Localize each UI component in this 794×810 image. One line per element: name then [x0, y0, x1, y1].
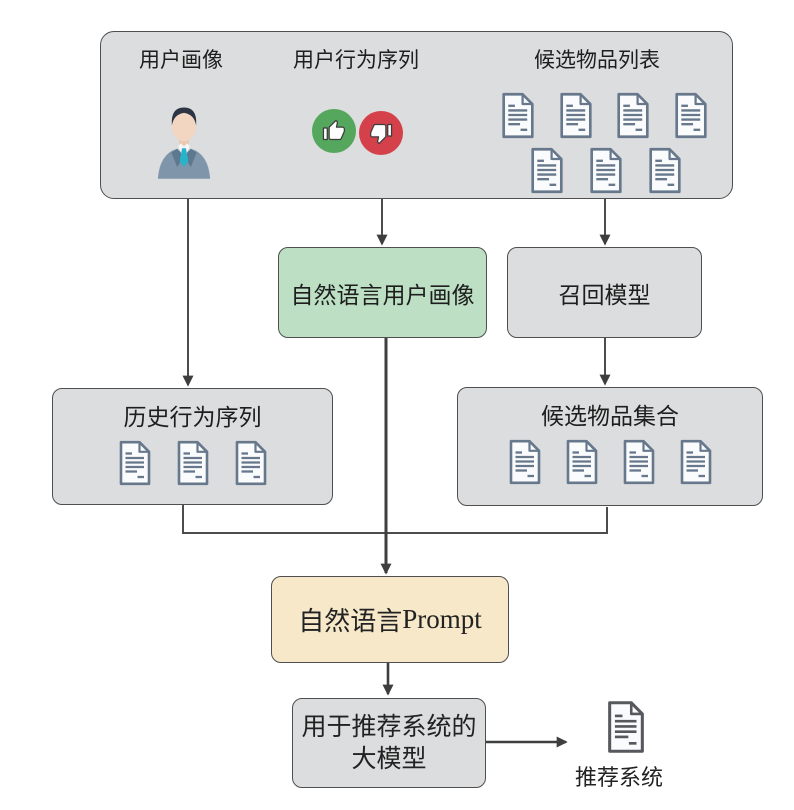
document-icon — [117, 440, 153, 486]
nl-user-profile-node: 自然语言用户画像 — [278, 247, 487, 338]
thumbs-up-icon — [311, 108, 357, 154]
rec-llm-node: 用于推荐系统的 大模型 — [292, 698, 486, 788]
candidate-doc-row-1 — [499, 92, 710, 139]
recall-model-label: 召回模型 — [558, 281, 651, 308]
recall-model-node: 召回模型 — [507, 247, 702, 338]
candidate-set-node: 候选物品集合 — [457, 387, 763, 506]
sources-panel: 用户画像 用户行为序列 候选物品列表 — [100, 31, 733, 199]
document-icon — [621, 439, 657, 485]
document-icon — [605, 700, 647, 754]
nl-user-profile-label: 自然语言用户画像 — [290, 281, 475, 308]
candidate-list-label: 候选物品列表 — [534, 49, 660, 72]
document-icon — [175, 440, 211, 486]
document-icon — [564, 439, 600, 485]
history-behavior-node: 历史行为序列 — [52, 388, 333, 505]
candidate-doc-row-2 — [528, 147, 684, 194]
document-icon — [646, 147, 684, 194]
document-icon — [587, 147, 625, 194]
thumbs-down-icon — [358, 110, 404, 156]
document-icon — [557, 92, 595, 139]
document-icon — [233, 440, 269, 486]
document-icon — [614, 92, 652, 139]
rec-llm-label-line2: 大模型 — [351, 745, 427, 773]
rec-system-label: 推荐系统 — [574, 765, 663, 790]
history-behavior-label: 历史行为序列 — [123, 404, 262, 430]
user-profile-label: 用户画像 — [139, 49, 223, 72]
document-icon — [672, 92, 710, 139]
behavior-sequence-label: 用户行为序列 — [293, 49, 419, 72]
document-icon — [507, 439, 543, 485]
rec-llm-label-line1: 用于推荐系统的 — [301, 713, 477, 741]
candidate-set-doc-row — [507, 439, 714, 485]
document-icon — [678, 439, 714, 485]
document-icon — [499, 92, 537, 139]
nl-prompt-label-en: Prompt — [402, 604, 482, 634]
nl-prompt-label-zh: 自然语言 — [298, 606, 403, 636]
document-icon — [528, 147, 566, 194]
user-avatar-icon — [153, 101, 215, 179]
candidate-set-label: 候选物品集合 — [541, 403, 679, 429]
history-doc-row — [117, 440, 269, 486]
